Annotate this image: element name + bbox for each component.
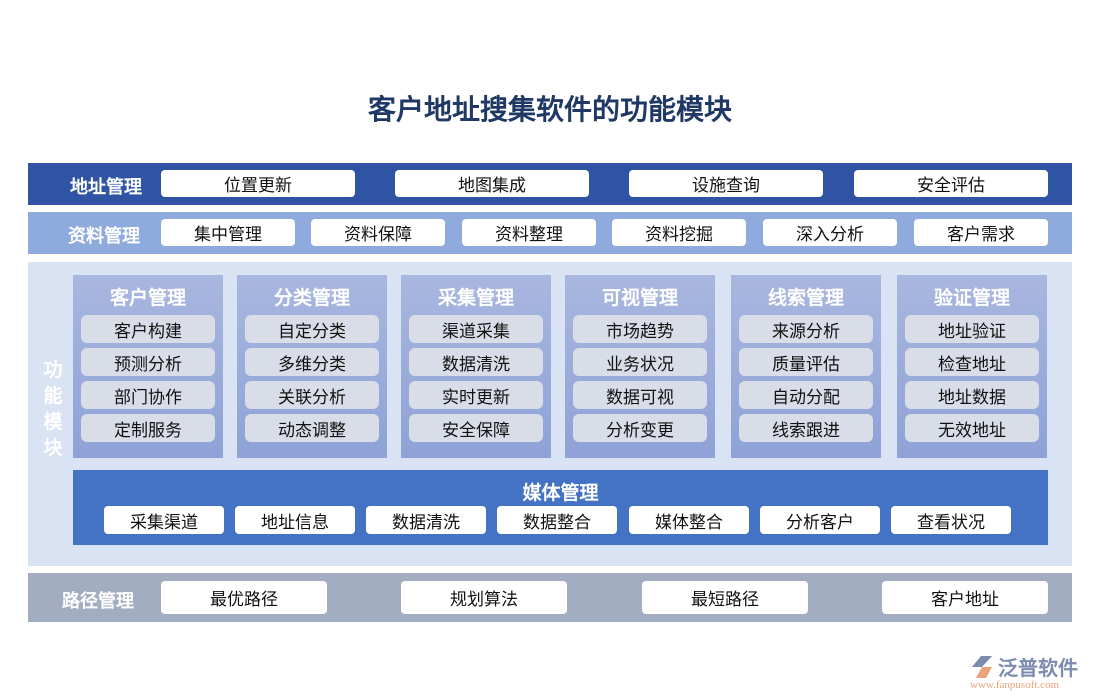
- group-item[interactable]: 动态调整: [245, 414, 379, 442]
- row-label: 地址管理: [70, 177, 142, 198]
- logo-url: www.fanpusoft.com: [970, 679, 1060, 691]
- logo: 泛普软件 www.fanpusoft.com: [968, 652, 1093, 694]
- row-label: 路径管理: [62, 591, 134, 612]
- group-title: 分类管理: [273, 287, 350, 309]
- group-item[interactable]: 实时更新: [409, 381, 543, 409]
- media-item[interactable]: 数据清洗: [366, 506, 486, 534]
- group-item[interactable]: 无效地址: [905, 414, 1039, 442]
- page-title: 客户地址搜集软件的功能模块: [367, 93, 732, 126]
- path-item[interactable]: 最优路径: [161, 581, 327, 614]
- path-item[interactable]: 最短路径: [642, 581, 808, 614]
- group-item[interactable]: 数据清洗: [409, 348, 543, 376]
- media-title: 媒体管理: [522, 482, 599, 504]
- module-group: 线索管理来源分析质量评估自动分配线索跟进: [731, 275, 881, 458]
- module-group: 分类管理自定分类多维分类关联分析动态调整: [237, 275, 387, 458]
- module-group: 客户管理客户构建预测分析部门协作定制服务: [73, 275, 223, 458]
- path-item[interactable]: 规划算法: [401, 581, 567, 614]
- media-management: 媒体管理 采集渠道地址信息数据清洗数据整合媒体整合分析客户查看状况: [73, 470, 1048, 545]
- group-item[interactable]: 关联分析: [245, 381, 379, 409]
- group-item[interactable]: 质量评估: [739, 348, 873, 376]
- group-title: 采集管理: [437, 287, 514, 309]
- group-item[interactable]: 数据可视: [573, 381, 707, 409]
- media-item[interactable]: 查看状况: [891, 506, 1011, 534]
- row-label: 资料管理: [68, 226, 140, 247]
- media-item[interactable]: 地址信息: [235, 506, 355, 534]
- group-title: 线索管理: [767, 287, 844, 309]
- path-item[interactable]: 客户地址: [882, 581, 1048, 614]
- data-management-row: 资料管理 集中管理资料保障资料整理资料挖掘深入分析客户需求: [28, 212, 1072, 254]
- group-item[interactable]: 来源分析: [739, 315, 873, 343]
- group-item[interactable]: 检查地址: [905, 348, 1039, 376]
- group-item[interactable]: 多维分类: [245, 348, 379, 376]
- group-item[interactable]: 定制服务: [81, 414, 215, 442]
- group-item[interactable]: 预测分析: [81, 348, 215, 376]
- media-item[interactable]: 分析客户: [760, 506, 880, 534]
- data-item[interactable]: 资料保障: [311, 219, 445, 246]
- data-item[interactable]: 客户需求: [914, 219, 1048, 246]
- address-item[interactable]: 位置更新: [161, 170, 355, 197]
- data-item[interactable]: 深入分析: [763, 219, 897, 246]
- address-item[interactable]: 安全评估: [854, 170, 1048, 197]
- address-item[interactable]: 设施查询: [629, 170, 823, 197]
- group-item[interactable]: 分析变更: [573, 414, 707, 442]
- path-management-row: 路径管理 最优路径 规划算法 最短路径 客户地址: [28, 573, 1072, 622]
- group-item[interactable]: 地址数据: [905, 381, 1039, 409]
- data-item[interactable]: 集中管理: [161, 219, 295, 246]
- group-title: 客户管理: [109, 287, 186, 309]
- media-item[interactable]: 数据整合: [497, 506, 617, 534]
- group-item[interactable]: 安全保障: [409, 414, 543, 442]
- module-group: 可视管理市场趋势业务状况数据可视分析变更: [565, 275, 715, 458]
- group-item[interactable]: 市场趋势: [573, 315, 707, 343]
- panel-label: 功能模块: [43, 359, 63, 459]
- group-item[interactable]: 部门协作: [81, 381, 215, 409]
- logo-name: 泛普软件: [998, 656, 1078, 680]
- group-title: 验证管理: [933, 287, 1010, 309]
- data-item[interactable]: 资料整理: [462, 219, 596, 246]
- address-item[interactable]: 地图集成: [395, 170, 589, 197]
- logo-icon: [972, 656, 992, 678]
- address-management-row: 地址管理 位置更新 地图集成 设施查询 安全评估: [28, 163, 1072, 205]
- function-modules-panel: 功能模块 客户管理客户构建预测分析部门协作定制服务分类管理自定分类多维分类关联分…: [28, 262, 1072, 566]
- group-item[interactable]: 客户构建: [81, 315, 215, 343]
- group-item[interactable]: 自定分类: [245, 315, 379, 343]
- module-group: 采集管理渠道采集数据清洗实时更新安全保障: [401, 275, 551, 458]
- group-item[interactable]: 线索跟进: [739, 414, 873, 442]
- group-title: 可视管理: [601, 287, 678, 309]
- media-item[interactable]: 采集渠道: [104, 506, 224, 534]
- data-item[interactable]: 资料挖掘: [612, 219, 746, 246]
- group-item[interactable]: 地址验证: [905, 315, 1039, 343]
- group-item[interactable]: 渠道采集: [409, 315, 543, 343]
- module-group: 验证管理地址验证检查地址地址数据无效地址: [897, 275, 1047, 458]
- group-item[interactable]: 业务状况: [573, 348, 707, 376]
- media-item[interactable]: 媒体整合: [629, 506, 749, 534]
- group-item[interactable]: 自动分配: [739, 381, 873, 409]
